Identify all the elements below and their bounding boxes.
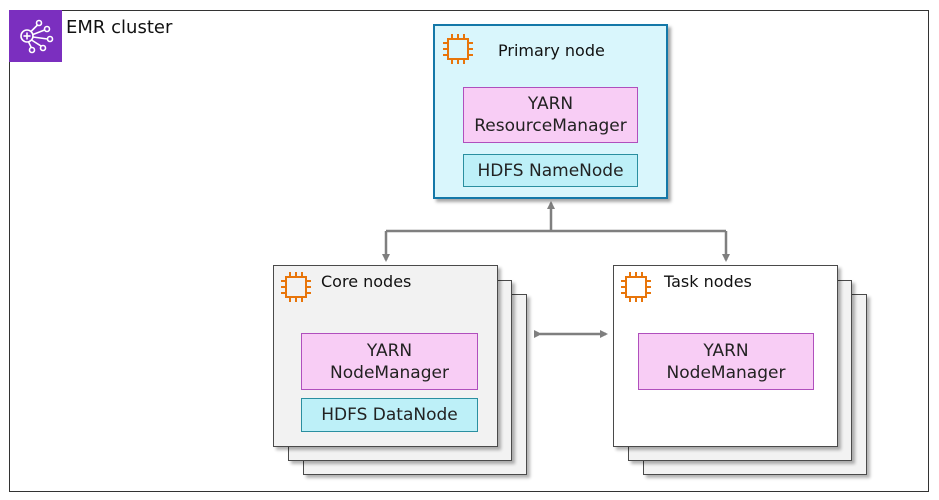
ec2-instance-icon	[441, 32, 475, 66]
nodemanager-label: NodeManager	[330, 362, 449, 383]
task-yarn-nodemanager-box: YARN NodeManager	[638, 333, 814, 390]
yarn-label: YARN	[703, 340, 749, 361]
yarn-label: YARN	[527, 94, 574, 114]
yarn-resourcemanager-box: YARN ResourceManager	[463, 87, 638, 143]
core-nodes-title: Core nodes	[321, 272, 412, 291]
hdfs-namenode-box: HDFS NameNode	[463, 154, 638, 187]
core-yarn-nodemanager-box: YARN NodeManager	[301, 333, 478, 390]
ec2-instance-icon	[619, 270, 653, 304]
task-nodes-title: Task nodes	[664, 272, 752, 291]
hdfs-datanode-box: HDFS DataNode	[301, 398, 478, 432]
ec2-instance-icon	[279, 270, 313, 304]
cluster-title: EMR cluster	[66, 17, 173, 38]
resourcemanager-label: ResourceManager	[474, 116, 627, 136]
emr-cluster-icon	[9, 10, 62, 62]
nodemanager-label: NodeManager	[666, 362, 786, 383]
primary-node-title: Primary node	[498, 41, 605, 60]
yarn-label: YARN	[366, 340, 413, 361]
